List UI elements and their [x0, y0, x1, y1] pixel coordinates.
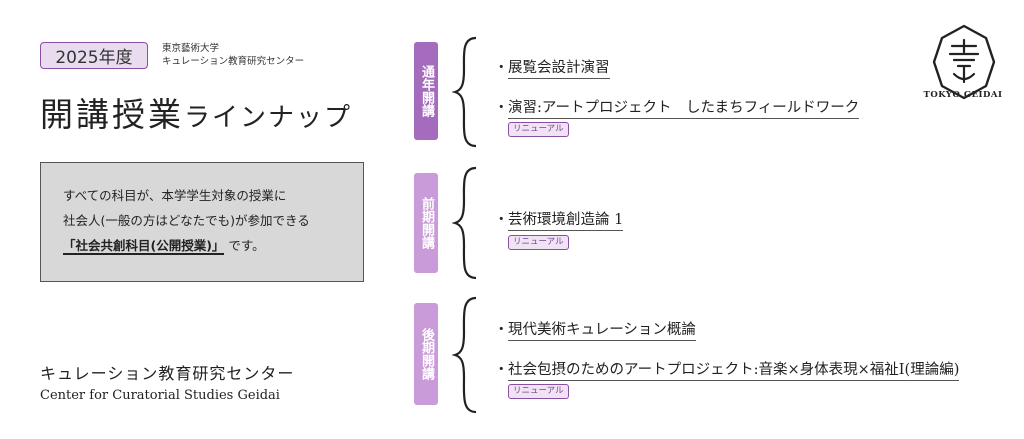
- term-tab-second-semester: 後期開講: [414, 303, 438, 405]
- term-label: 通年開講: [419, 65, 434, 117]
- renewal-badge: リニューアル: [508, 384, 569, 399]
- course-item: ・展覧会設計演習: [494, 56, 610, 79]
- curly-brace-icon: [452, 166, 477, 280]
- course-item: ・芸術環境創造論 1: [494, 208, 624, 231]
- term-label: 後期開講: [419, 328, 434, 380]
- info-line-3: 「社会共創科目(公開授業)」 です。: [63, 233, 363, 258]
- logo-text: TOKYO GEIDAI: [923, 90, 1003, 100]
- info-suffix: です。: [228, 238, 265, 253]
- course-name: 現代美術キュレーション概論: [508, 322, 696, 341]
- footer-center-name-ja: キュレーション教育研究センター: [40, 364, 295, 383]
- bullet: ・: [494, 212, 509, 228]
- university-name: 東京藝術大学: [162, 43, 220, 54]
- term-label: 前期開講: [419, 197, 434, 249]
- term-tab-first-semester: 前期開講: [414, 173, 438, 273]
- course-item: ・社会包摂のためのアートプロジェクト:音楽×身体表現×福祉Ⅰ(理論編): [494, 358, 960, 381]
- curly-brace-icon: [452, 296, 477, 414]
- info-line-1: すべての科目が、本学学生対象の授業に: [63, 188, 287, 203]
- bullet: ・: [494, 322, 509, 338]
- center-name: キュレーション教育研究センター: [162, 56, 305, 67]
- course-name: 展覧会設計演習: [508, 60, 610, 79]
- tokyo-geidai-emblem-icon: [932, 24, 996, 100]
- footer-center-name-en: Center for Curatorial Studies Geidai: [40, 388, 280, 403]
- bullet: ・: [494, 362, 509, 378]
- course-name: 演習:アートプロジェクト したまちフィールドワーク: [508, 100, 860, 119]
- course-name: 芸術環境創造論 1: [508, 212, 624, 231]
- page-title: 開講授業ラインナップ: [40, 88, 352, 136]
- renewal-badge: リニューアル: [508, 122, 569, 137]
- renewal-badge: リニューアル: [508, 235, 569, 250]
- bullet: ・: [494, 100, 509, 116]
- course-name: 社会包摂のためのアートプロジェクト:音楽×身体表現×福祉Ⅰ(理論編): [508, 362, 960, 381]
- term-tab-full-year: 通年開講: [414, 42, 438, 140]
- page-title-main: 開講授業: [40, 95, 184, 134]
- course-item: ・現代美術キュレーション概論: [494, 318, 696, 341]
- year-badge: 2025年度: [40, 42, 148, 69]
- page-title-sub: ラインナップ: [184, 103, 353, 133]
- curly-brace-icon: [452, 36, 477, 148]
- center-affiliation: 東京藝術大学 キュレーション教育研究センター: [162, 42, 304, 68]
- info-box: すべての科目が、本学学生対象の授業に 社会人(一般の方はどなたでも)が参加できる…: [40, 162, 364, 282]
- bullet: ・: [494, 60, 509, 76]
- course-item: ・演習:アートプロジェクト したまちフィールドワーク: [494, 96, 860, 119]
- info-line-2: 社会人(一般の方はどなたでも)が参加できる: [63, 213, 310, 228]
- info-highlight: 「社会共創科目(公開授業)」: [63, 238, 225, 255]
